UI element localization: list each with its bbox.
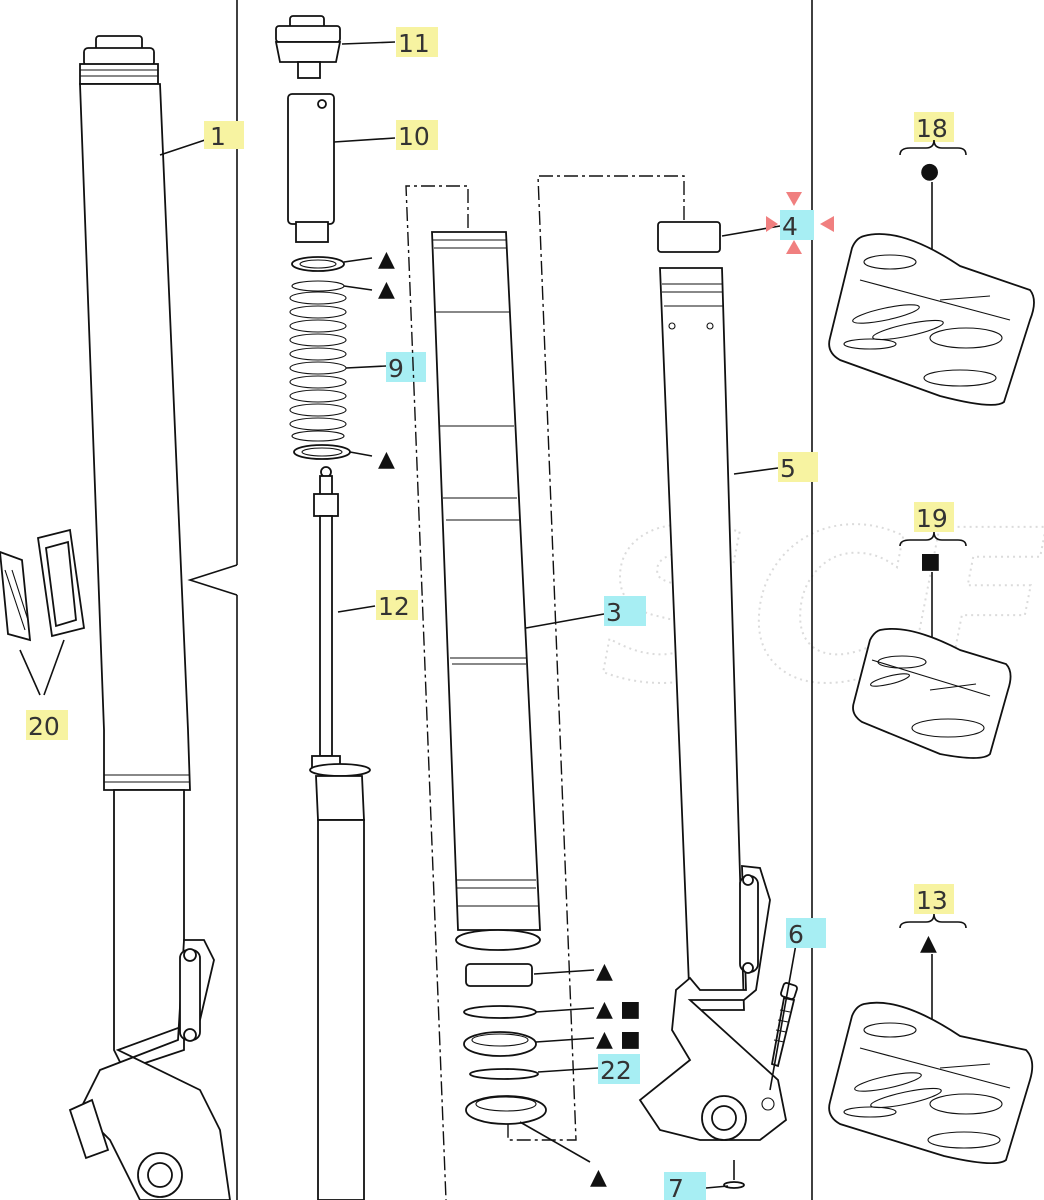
part-9-spring <box>289 280 347 442</box>
callout-4-label: 4 <box>782 212 798 241</box>
callout-6: 6 <box>786 918 826 949</box>
square-symbol: ■ <box>620 997 641 1022</box>
red-marker-left <box>766 216 778 232</box>
kit-13-pouch <box>828 1001 1034 1165</box>
red-marker-bottom <box>786 240 802 254</box>
callout-19-label: 19 <box>916 504 948 533</box>
part-washer-top <box>291 256 345 272</box>
part-11-top-cap <box>274 15 342 79</box>
fork-leg-assembly <box>68 35 231 1200</box>
triangle-symbol: ▲ <box>596 959 613 984</box>
triangle-symbol: ▲ <box>590 1165 607 1190</box>
part-4-bush <box>657 221 721 253</box>
callout-18: 18 ● <box>899 112 967 250</box>
callout-9: 9 <box>386 352 426 383</box>
red-marker-top <box>786 192 802 206</box>
part-3-inner-tube <box>431 231 541 951</box>
callout-3-label: 3 <box>606 598 622 627</box>
triangle-symbol: ▲ <box>596 1027 613 1052</box>
section-frame <box>187 0 813 1200</box>
kit-18-pouch <box>828 233 1035 406</box>
callout-12: 12 <box>376 590 418 621</box>
triangle-symbol: ▲ <box>378 277 395 302</box>
callout-10-label: 10 <box>398 122 430 151</box>
callout-18-label: 18 <box>916 114 948 143</box>
part-washer-bottom <box>293 444 351 460</box>
part-5-outer-tube <box>638 267 787 1141</box>
callout-11: 11 <box>396 27 438 58</box>
triangle-symbol: ▲ <box>378 247 395 272</box>
circle-symbol: ● <box>920 159 939 184</box>
red-marker-right <box>820 216 834 232</box>
triangle-symbol: ▲ <box>596 997 613 1022</box>
oil-seal <box>463 1031 537 1057</box>
callout-1: 1 <box>204 121 244 151</box>
square-symbol: ■ <box>920 549 941 574</box>
callout-4: 4 <box>766 192 834 254</box>
callout-7-label: 7 <box>668 1174 684 1200</box>
callout-7: 7 <box>664 1172 706 1200</box>
triangle-symbol: ▲ <box>920 931 937 956</box>
callout-22: 22 <box>598 1054 640 1085</box>
triangle-symbol: ▲ <box>378 447 395 472</box>
callout-5: 5 <box>778 452 818 483</box>
callout-20-label: 20 <box>28 712 60 741</box>
callout-19: 19 ■ <box>899 502 967 640</box>
callout-6-label: 6 <box>788 920 804 949</box>
callout-3: 3 <box>604 596 646 627</box>
callout-5-label: 5 <box>780 454 796 483</box>
square-symbol: ■ <box>620 1027 641 1052</box>
callout-10: 10 <box>396 120 438 151</box>
part-20-kit <box>0 528 86 696</box>
kit-19-pouch <box>852 627 1012 759</box>
callout-13: 13 ▲ <box>899 884 967 1022</box>
callout-12-label: 12 <box>378 592 410 621</box>
callout-13-label: 13 <box>916 886 948 915</box>
part-12-damper-rod <box>309 466 371 1200</box>
callout-9-label: 9 <box>388 354 404 383</box>
callout-20: 20 <box>26 710 68 741</box>
assembly-lines <box>405 175 685 1200</box>
callout-1-label: 1 <box>210 122 226 151</box>
bushing <box>465 963 533 987</box>
part-22-clip <box>469 1068 539 1080</box>
dust-seal <box>465 1095 547 1125</box>
snap-ring <box>463 1005 537 1019</box>
callout-11-label: 11 <box>398 29 430 58</box>
part-10-spacer <box>287 93 335 243</box>
callout-22-label: 22 <box>600 1056 632 1085</box>
